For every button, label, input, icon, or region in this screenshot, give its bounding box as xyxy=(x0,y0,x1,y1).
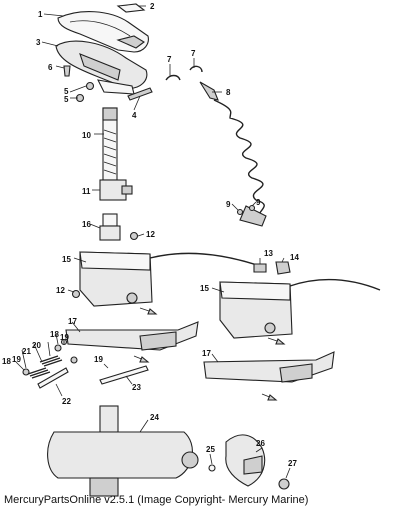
callout-7a: 7 xyxy=(167,55,172,64)
callout-5b: 5 xyxy=(64,95,69,104)
part-1-top-cover[interactable] xyxy=(57,11,149,53)
direction-arrows xyxy=(133,307,286,401)
callout-21: 21 xyxy=(22,347,31,356)
callout-13: 13 xyxy=(264,249,273,258)
callout-11: 11 xyxy=(82,187,91,196)
part-12-nut-a[interactable] xyxy=(129,231,139,241)
callout-2: 2 xyxy=(150,2,155,11)
callout-22: 22 xyxy=(62,397,71,406)
callout-9b: 9 xyxy=(256,198,261,207)
callout-4: 4 xyxy=(132,111,137,120)
part-18-to-21-spring-assembly[interactable] xyxy=(22,338,78,379)
part-12-nut-b[interactable] xyxy=(71,289,81,299)
copyright-footer: MercuryPartsOnline v2.5.1 (Image Copyrig… xyxy=(4,494,309,506)
callout-23: 23 xyxy=(132,383,141,392)
part-23-rod[interactable] xyxy=(99,365,149,385)
callout-19b: 19 xyxy=(12,355,21,364)
part-4-screw[interactable] xyxy=(127,87,153,101)
part-9-screw-b[interactable] xyxy=(248,204,256,212)
part-7-clip-a[interactable] xyxy=(165,74,181,81)
callout-7b: 7 xyxy=(191,49,196,58)
part-24-motor-body[interactable] xyxy=(47,405,199,497)
callout-20: 20 xyxy=(32,341,41,350)
part-10-tube[interactable] xyxy=(102,107,118,181)
part-9-screw-a[interactable] xyxy=(236,208,244,216)
callout-18b: 18 xyxy=(2,357,11,366)
part-13-plug[interactable] xyxy=(253,263,267,273)
callout-12a: 12 xyxy=(146,230,155,239)
part-7-clip-b[interactable] xyxy=(189,65,203,73)
part-17-tiller-handle-left[interactable] xyxy=(65,321,199,351)
callout-5a: 5 xyxy=(64,87,69,96)
callout-24: 24 xyxy=(150,413,159,422)
part-15-control-head-left[interactable] xyxy=(79,251,261,307)
part-25-washer[interactable] xyxy=(208,464,216,472)
part-6-pin[interactable] xyxy=(63,65,71,77)
callout-27: 27 xyxy=(288,459,297,468)
callout-9a: 9 xyxy=(226,200,231,209)
leader-lines xyxy=(15,5,291,479)
callout-16: 16 xyxy=(82,220,91,229)
callout-12b: 12 xyxy=(56,286,65,295)
callout-17b: 17 xyxy=(202,349,211,358)
callout-15b: 15 xyxy=(200,284,209,293)
part-17-tiller-handle-right[interactable] xyxy=(203,351,335,383)
part-8-coil-cord[interactable] xyxy=(199,81,267,227)
callout-3: 3 xyxy=(36,38,41,47)
callout-6: 6 xyxy=(48,63,53,72)
callout-17a: 17 xyxy=(68,317,77,326)
part-2-cap[interactable] xyxy=(116,3,146,13)
part-16-connector[interactable] xyxy=(99,213,121,241)
callout-18a: 18 xyxy=(50,330,59,339)
callout-8: 8 xyxy=(226,88,231,97)
callout-15a: 15 xyxy=(62,255,71,264)
callout-19a: 19 xyxy=(60,333,69,342)
part-14-nut[interactable] xyxy=(275,261,291,275)
callout-10: 10 xyxy=(82,131,91,140)
part-5-nut-a[interactable] xyxy=(85,81,95,91)
callout-1: 1 xyxy=(38,10,43,19)
callout-labels: 1 2 3 4 5 5 6 7 7 8 9 9 10 11 12 12 13 1… xyxy=(2,2,299,468)
callout-25: 25 xyxy=(206,445,215,454)
callout-26: 26 xyxy=(256,439,265,448)
part-15-control-head-right[interactable] xyxy=(219,278,381,339)
callout-14: 14 xyxy=(290,253,299,262)
part-26-propeller[interactable] xyxy=(225,434,266,487)
callout-19c: 19 xyxy=(94,355,103,364)
part-3-lower-housing[interactable] xyxy=(55,40,148,95)
part-27-nut[interactable] xyxy=(278,478,290,490)
part-22-rod[interactable] xyxy=(37,367,69,389)
part-11-clamp[interactable] xyxy=(99,179,133,201)
